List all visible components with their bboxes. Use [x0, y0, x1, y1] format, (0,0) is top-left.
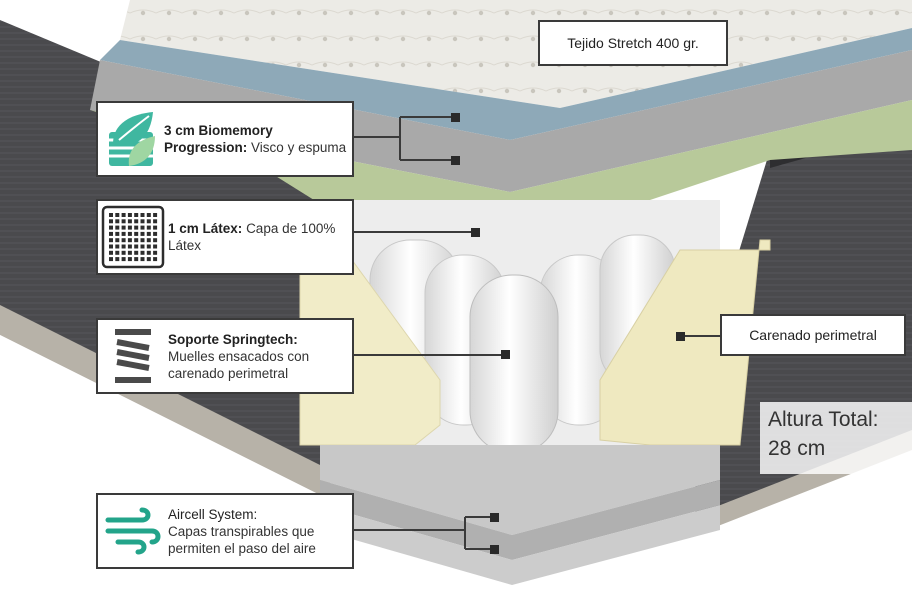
top-fabric-label: Tejido Stretch 400 gr.: [538, 20, 728, 66]
pocket-springs: [369, 234, 676, 454]
top-fabric-label-text: Tejido Stretch 400 gr.: [567, 35, 699, 51]
leaf-icon: [98, 104, 164, 174]
latex-title: 1 cm Látex:: [168, 221, 243, 236]
total-height-box: Altura Total: 28 cm: [760, 402, 912, 474]
left-piping: [0, 305, 330, 500]
springtech-title: Soporte Springtech:: [168, 331, 298, 347]
biomemory-desc: Visco y espuma: [251, 140, 347, 155]
perimeter-label: Carenado perimetral: [720, 314, 906, 356]
connector-dots: [451, 113, 685, 554]
connector-lines: [353, 116, 720, 550]
grid-pattern-icon: [98, 202, 168, 272]
springtech-layer-card: Soporte Springtech:Muelles ensacados con…: [96, 318, 354, 394]
aircell-desc: Capas transpirables que permiten el paso…: [168, 523, 316, 556]
springtech-desc: Muelles ensacados con carenado perimetra…: [168, 348, 310, 381]
visco-layer: [100, 28, 912, 140]
spring-icon: [98, 321, 168, 391]
airflow-icon: [98, 496, 168, 566]
aircell-title: Aircell System:: [168, 506, 258, 522]
aircell-layer-bottom: [320, 505, 720, 585]
aircell-layer-middle: [320, 480, 720, 560]
total-height-label: Altura Total:: [768, 408, 879, 431]
total-height-value: 28 cm: [768, 437, 826, 460]
aircell-layer-top: [320, 445, 720, 535]
biomemory-title: 3 cm Biomemory Progression:: [164, 123, 273, 155]
biomemory-layer-card: 3 cm Biomemory Progression: Visco y espu…: [96, 101, 354, 177]
aircell-layer-card: Aircell System:Capas transpirables que p…: [96, 493, 354, 569]
latex-layer-card: 1 cm Látex: Capa de 100% Látex: [96, 199, 354, 275]
latex-desc: Capa de 100% Látex: [168, 221, 336, 253]
perimeter-label-text: Carenado perimetral: [749, 327, 877, 343]
